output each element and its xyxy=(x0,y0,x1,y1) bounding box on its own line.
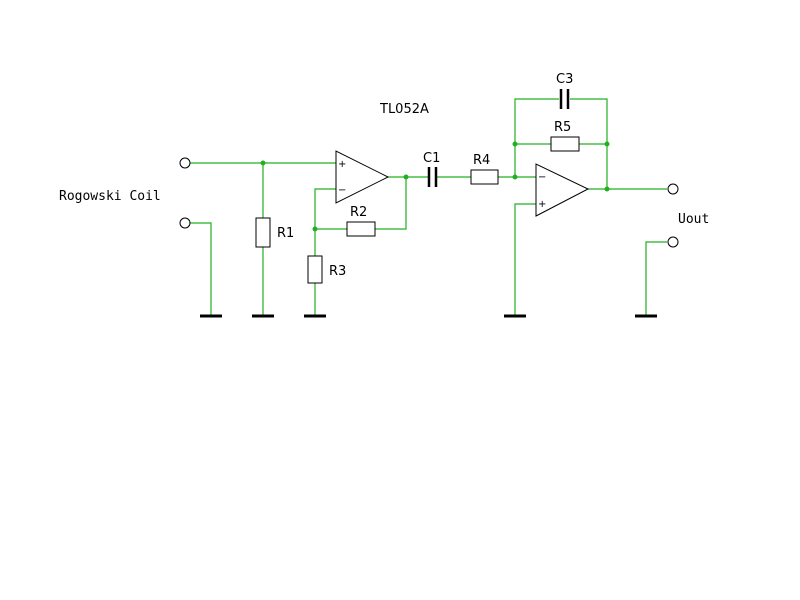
r3-label: R3 xyxy=(329,264,346,279)
opamp1-minus-sign: − xyxy=(338,185,346,196)
wire-opamp2-plus xyxy=(514,203,536,315)
resistor-r4[interactable] xyxy=(470,169,499,185)
junction-dot xyxy=(512,174,518,180)
r1-label: R1 xyxy=(277,226,294,241)
opamp-2[interactable]: − + xyxy=(535,163,590,217)
opamp2-minus-sign: − xyxy=(538,172,546,183)
junction-dot xyxy=(604,141,610,147)
wire-r2-right xyxy=(375,177,407,230)
input-terminal-top[interactable] xyxy=(179,157,191,169)
opamp-part-label: TL052A xyxy=(379,102,429,117)
r5-label: R5 xyxy=(554,120,571,135)
output-terminal-top[interactable] xyxy=(667,183,679,195)
c1-label: C1 xyxy=(423,151,440,166)
opamp1-plus-sign: + xyxy=(338,159,346,170)
input-label: Rogowski Coil xyxy=(59,189,161,204)
junction-dot xyxy=(260,160,266,166)
output-label: Uout xyxy=(678,212,709,227)
r2-label: R2 xyxy=(350,205,367,220)
input-terminal-bottom[interactable] xyxy=(179,217,191,229)
resistor-r1[interactable] xyxy=(255,217,271,248)
junction-dot xyxy=(512,141,518,147)
wire-c3-right xyxy=(570,98,608,189)
wire-feedback-left xyxy=(514,98,559,177)
wire-opamp1-minus xyxy=(314,188,336,256)
resistor-r3[interactable] xyxy=(307,255,323,284)
junction-dot xyxy=(312,226,318,232)
capacitor-c3[interactable] xyxy=(559,89,570,109)
c3-label: C3 xyxy=(556,72,573,87)
wire-input-bottom xyxy=(190,222,212,315)
resistor-r2[interactable] xyxy=(346,221,376,237)
opamp2-plus-sign: + xyxy=(538,199,546,210)
output-terminal-bottom[interactable] xyxy=(667,236,679,248)
wires xyxy=(190,98,667,315)
opamp-1[interactable]: + − xyxy=(335,150,390,204)
resistor-r5[interactable] xyxy=(550,136,580,152)
r4-label: R4 xyxy=(473,153,490,168)
junctions xyxy=(260,141,610,232)
junction-dot xyxy=(403,174,409,180)
wire-output-bottom xyxy=(645,241,667,315)
capacitor-c1[interactable] xyxy=(427,167,438,187)
junction-dot xyxy=(604,186,610,192)
